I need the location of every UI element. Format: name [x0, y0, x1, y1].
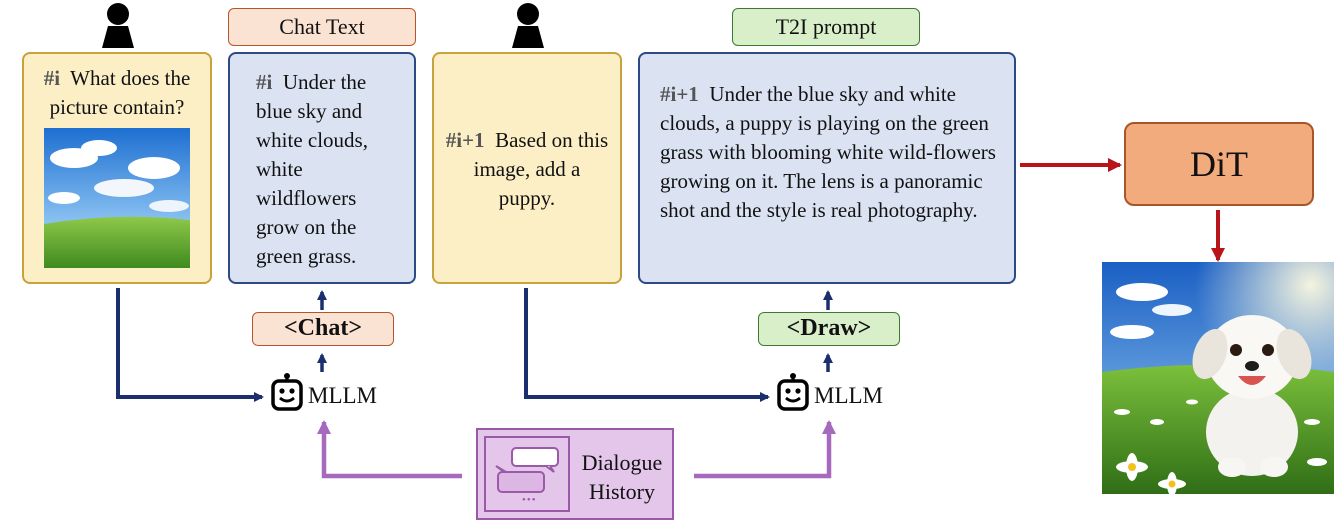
dialogue-history-label: Dialogue History: [574, 448, 670, 506]
user-query-text: What does the picture contain?: [49, 66, 191, 119]
user-icon: [512, 3, 544, 48]
robot-icon: [777, 373, 809, 411]
user-query-box-1: #i What does the picture contain?: [22, 52, 212, 284]
chat-answer-text: Under the blue sky and white clouds, whi…: [256, 70, 368, 268]
dialogue-line-2: History: [589, 479, 655, 504]
chat-answer: #i Under the blue sky and white clouds, …: [230, 54, 414, 271]
arrow-history-to-mllm2: [694, 420, 836, 479]
arrow-user2-to-mllm2: [524, 288, 770, 402]
user-query-box-2: #i+1 Based on this image, add a puppy.: [432, 52, 622, 284]
t2i-prompt-box: #i+1 Under the blue sky and white clouds…: [638, 52, 1016, 284]
chat-bubbles-icon: •••: [484, 436, 570, 512]
generated-puppy-image: [1102, 262, 1334, 494]
mllm-label-2: MLLM: [814, 383, 883, 408]
chat-text-tag: Chat Text: [228, 8, 416, 46]
t2i-prompt: #i+1 Under the blue sky and white clouds…: [640, 54, 1014, 225]
t2i-prompt-text: Under the blue sky and white clouds, a p…: [660, 82, 996, 222]
chat-answer-box: #i Under the blue sky and white clouds, …: [228, 52, 416, 284]
t2i-prompt-tag: T2I prompt: [732, 8, 920, 46]
arrow-history-to-mllm1: [317, 420, 462, 479]
chat-token: <Chat>: [252, 312, 394, 346]
mllm-label-1: MLLM: [308, 383, 377, 408]
arrow-user1-to-mllm1: [116, 288, 264, 402]
turn-label: #i: [43, 66, 61, 90]
user-query-1: #i What does the picture contain?: [24, 54, 210, 122]
dialogue-line-1: Dialogue: [581, 450, 663, 475]
turn-label: #i: [256, 70, 273, 94]
robot-icon: [271, 373, 303, 411]
turn-label: #i+1: [445, 128, 485, 152]
user-query-2: #i+1 Based on this image, add a puppy.: [434, 54, 620, 213]
user-icon: [102, 3, 134, 48]
sky-field-image: [44, 128, 190, 268]
ellipsis: •••: [522, 494, 537, 506]
dialogue-history-box: ••• Dialogue History: [476, 428, 674, 520]
draw-token: <Draw>: [758, 312, 900, 346]
dit-box: DiT: [1124, 122, 1314, 206]
user-query-text: Based on this image, add a puppy.: [473, 128, 609, 210]
turn-label: #i+1: [660, 82, 699, 106]
